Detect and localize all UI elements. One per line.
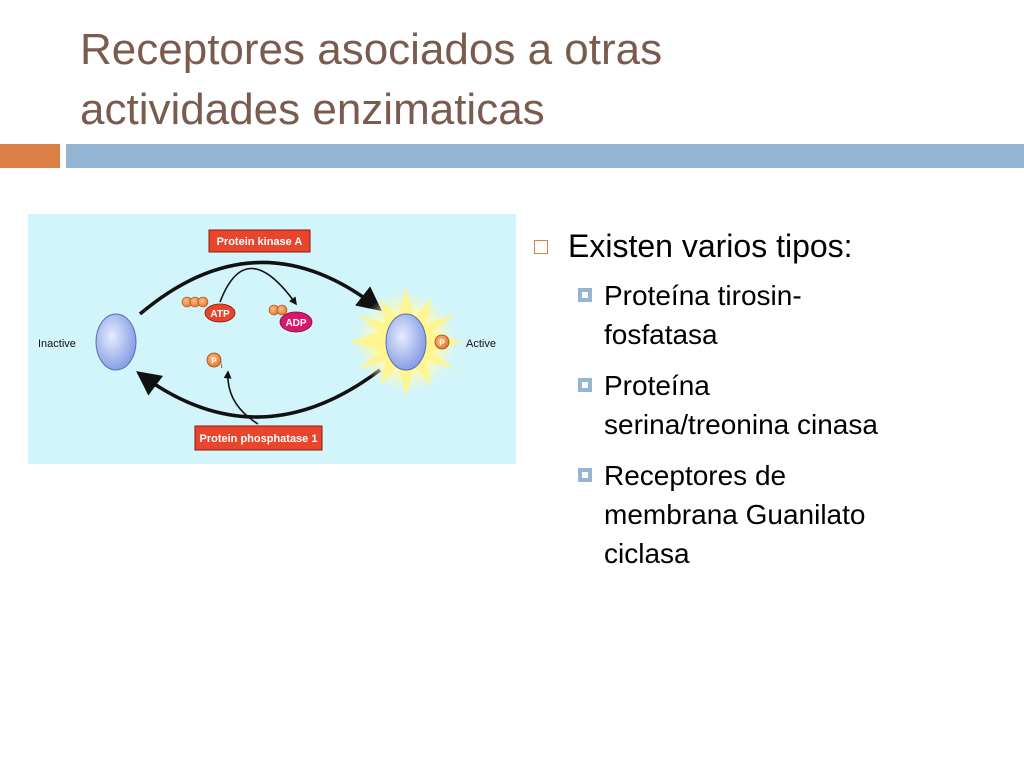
- bullet-heading: Existen varios tipos:: [528, 224, 968, 268]
- inactive-label: Inactive: [38, 338, 76, 350]
- free-phosphate: [206, 352, 222, 368]
- phosphate-release-arrow: [223, 370, 259, 425]
- list-item-line: fosfatasa: [604, 319, 718, 350]
- adp-molecule: [279, 311, 313, 333]
- list-item-line: serina/treonina cinasa: [604, 409, 878, 440]
- list-item-line: Proteína tirosin-: [604, 280, 802, 311]
- atp-label: ATP: [210, 309, 230, 320]
- title-divider-bar: [66, 144, 1024, 168]
- atp-phosphate-chain: [181, 296, 209, 308]
- kinase-cycle-figure: Protein kinase A Protein phosphatase 1 I…: [28, 214, 516, 464]
- list-item-line: membrana Guanilato: [604, 499, 866, 530]
- list-item: Proteína tirosin- fosfatasa: [528, 276, 968, 354]
- kinase-cycle-diagram: Protein kinase A Protein phosphatase 1 I…: [38, 229, 496, 451]
- phosphate-symbol: P: [211, 357, 217, 366]
- atp-to-adp-arrow: [219, 267, 297, 306]
- atp-molecule: [204, 303, 236, 323]
- attached-phosphate: [434, 334, 450, 350]
- list-item: Receptores de membrana Guanilato ciclasa: [528, 456, 968, 573]
- reverse-arrow: [136, 368, 382, 419]
- title-accent-bar: [0, 144, 60, 168]
- list-item-line: Receptores de: [604, 460, 787, 491]
- adp-label: ADP: [285, 318, 306, 329]
- title-line-1: Receptores asociados a otras: [80, 25, 663, 74]
- phosphatase-label-box: [194, 425, 323, 451]
- list-item: Proteína serina/treonina cinasa: [528, 366, 968, 444]
- active-label: Active: [466, 338, 496, 350]
- adp-phosphate-chain: [268, 304, 288, 316]
- forward-arrow: [138, 260, 382, 316]
- slide-title: Receptores asociados a otras actividades…: [80, 20, 980, 140]
- bullet-list: Existen varios tipos: Proteína tirosin- …: [528, 224, 968, 585]
- free-phosphate-subscript: i: [221, 363, 223, 370]
- square-bullet-icon: [578, 378, 592, 392]
- kinase-label-box: [208, 229, 311, 253]
- attached-phosphate-label: P: [439, 339, 445, 348]
- square-bullet-icon: [578, 288, 592, 302]
- square-bullet-icon: [578, 468, 592, 482]
- inactive-protein: [95, 313, 137, 371]
- bullet-heading-text: Existen varios tipos:: [568, 228, 853, 264]
- title-line-2: actividades enzimaticas: [80, 85, 545, 134]
- list-item-line: Proteína: [604, 370, 710, 401]
- phosphatase-label: Protein phosphatase 1: [200, 433, 318, 445]
- list-item-line: ciclasa: [604, 538, 690, 569]
- active-protein: [385, 313, 427, 371]
- hollow-square-bullet-icon: [534, 240, 548, 254]
- kinase-label: Protein kinase A: [217, 236, 303, 248]
- free-phosphate-label: P: [211, 357, 217, 366]
